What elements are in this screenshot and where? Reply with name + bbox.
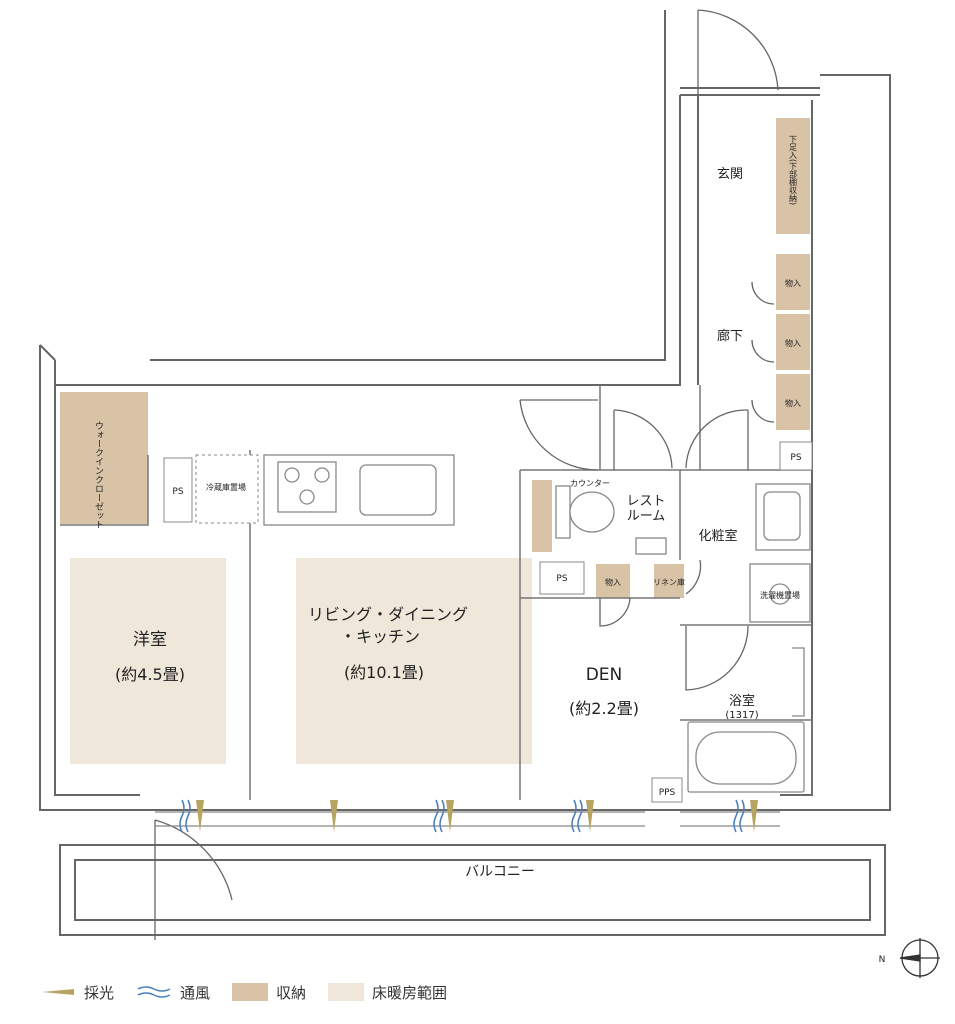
floor-heating-ldk — [296, 558, 532, 764]
ps-label-1: PS — [172, 487, 183, 497]
kitchen-counter — [263, 454, 455, 526]
legend-floor-heating: 床暖房範囲 — [328, 982, 447, 1003]
den-name: DEN — [586, 665, 623, 685]
bathroom-name: 浴室 — [729, 693, 755, 709]
wind-icon — [137, 986, 171, 998]
light-icon — [42, 989, 74, 995]
den-storage-label: 物入 — [605, 577, 621, 587]
shoe-storage — [776, 118, 810, 234]
legend-light: 採光 — [40, 982, 114, 1003]
ldk-size: (約10.1畳) — [344, 663, 424, 682]
closet-storage — [60, 392, 148, 524]
fridge-label: 冷蔵庫置場 — [206, 482, 246, 492]
ps-box-1 — [163, 457, 193, 523]
walls — [39, 10, 891, 936]
wash-basin — [749, 483, 811, 623]
floor-plan: 洋室 (約4.5畳) リビング・ダイニング ・キッチン (約10.1畳) DEN… — [39, 9, 940, 978]
hall-storage-3 — [776, 374, 810, 430]
pps-label: PPS — [659, 788, 676, 798]
legend-storage: 収納 — [232, 982, 306, 1003]
balcony-label: バルコニー — [465, 864, 535, 880]
fridge-area — [195, 454, 259, 524]
den-storage — [596, 564, 630, 598]
hall-storage-1 — [776, 254, 810, 310]
legend-wind: 通風 — [136, 982, 210, 1003]
counter-label: カウンター — [570, 479, 610, 488]
shoe-storage-label: 下足入(下部棚収納) — [789, 135, 798, 205]
ldk-name-line1: リビング・ダイニング — [308, 605, 468, 624]
restroom-storage — [532, 480, 552, 552]
ps-label-3: PS — [790, 453, 801, 463]
legend-wind-label: 通風 — [180, 983, 211, 1002]
powder-room-label: 化粧室 — [698, 528, 737, 544]
ps-label-2: PS — [556, 574, 567, 584]
hall-storage-label-1: 物入 — [785, 278, 801, 288]
hall-storage-label-2: 物入 — [785, 338, 801, 348]
linen-storage — [654, 564, 684, 598]
hall-storage-label-3: 物入 — [785, 398, 801, 408]
restroom-label-line2: ルーム — [627, 509, 666, 524]
compass-icon — [899, 938, 940, 978]
ps-box-3 — [779, 441, 813, 471]
bathroom-size: (1317) — [725, 710, 758, 721]
den-size: (約2.2畳) — [569, 699, 639, 718]
hallway-label: 廊下 — [717, 328, 743, 344]
western-room-size: (約4.5畳) — [115, 665, 185, 684]
ldk-name-line2: ・キッチン — [340, 627, 420, 646]
linen-label: リネン庫 — [653, 577, 685, 587]
toilet — [555, 485, 667, 555]
storage-swatch — [232, 983, 269, 1001]
compass-north-label: N — [879, 955, 886, 965]
floor-heating-western-room — [70, 558, 226, 764]
legend-light-label: 採光 — [84, 983, 115, 1002]
floor-heating-swatch — [328, 983, 365, 1001]
ps-box-2 — [539, 561, 585, 595]
western-room-name: 洋室 — [133, 630, 167, 650]
restroom-label-line1: レスト — [626, 494, 665, 509]
bathtub — [687, 647, 805, 793]
hall-storage-2 — [776, 314, 810, 370]
legend-storage-label: 収納 — [276, 983, 307, 1002]
doors — [154, 9, 779, 940]
pps-box — [651, 777, 683, 803]
legend: 採光 通風 収納 床暖房範囲 — [40, 980, 469, 1004]
walk-in-closet-label: ウォークインクローゼット — [93, 421, 104, 529]
legend-floor-heating-label: 床暖房範囲 — [372, 983, 448, 1002]
washer-label: 洗濯機置場 — [760, 590, 800, 600]
light-wind-markers — [179, 799, 758, 833]
entrance-label: 玄関 — [717, 167, 743, 182]
windows — [155, 811, 780, 827]
